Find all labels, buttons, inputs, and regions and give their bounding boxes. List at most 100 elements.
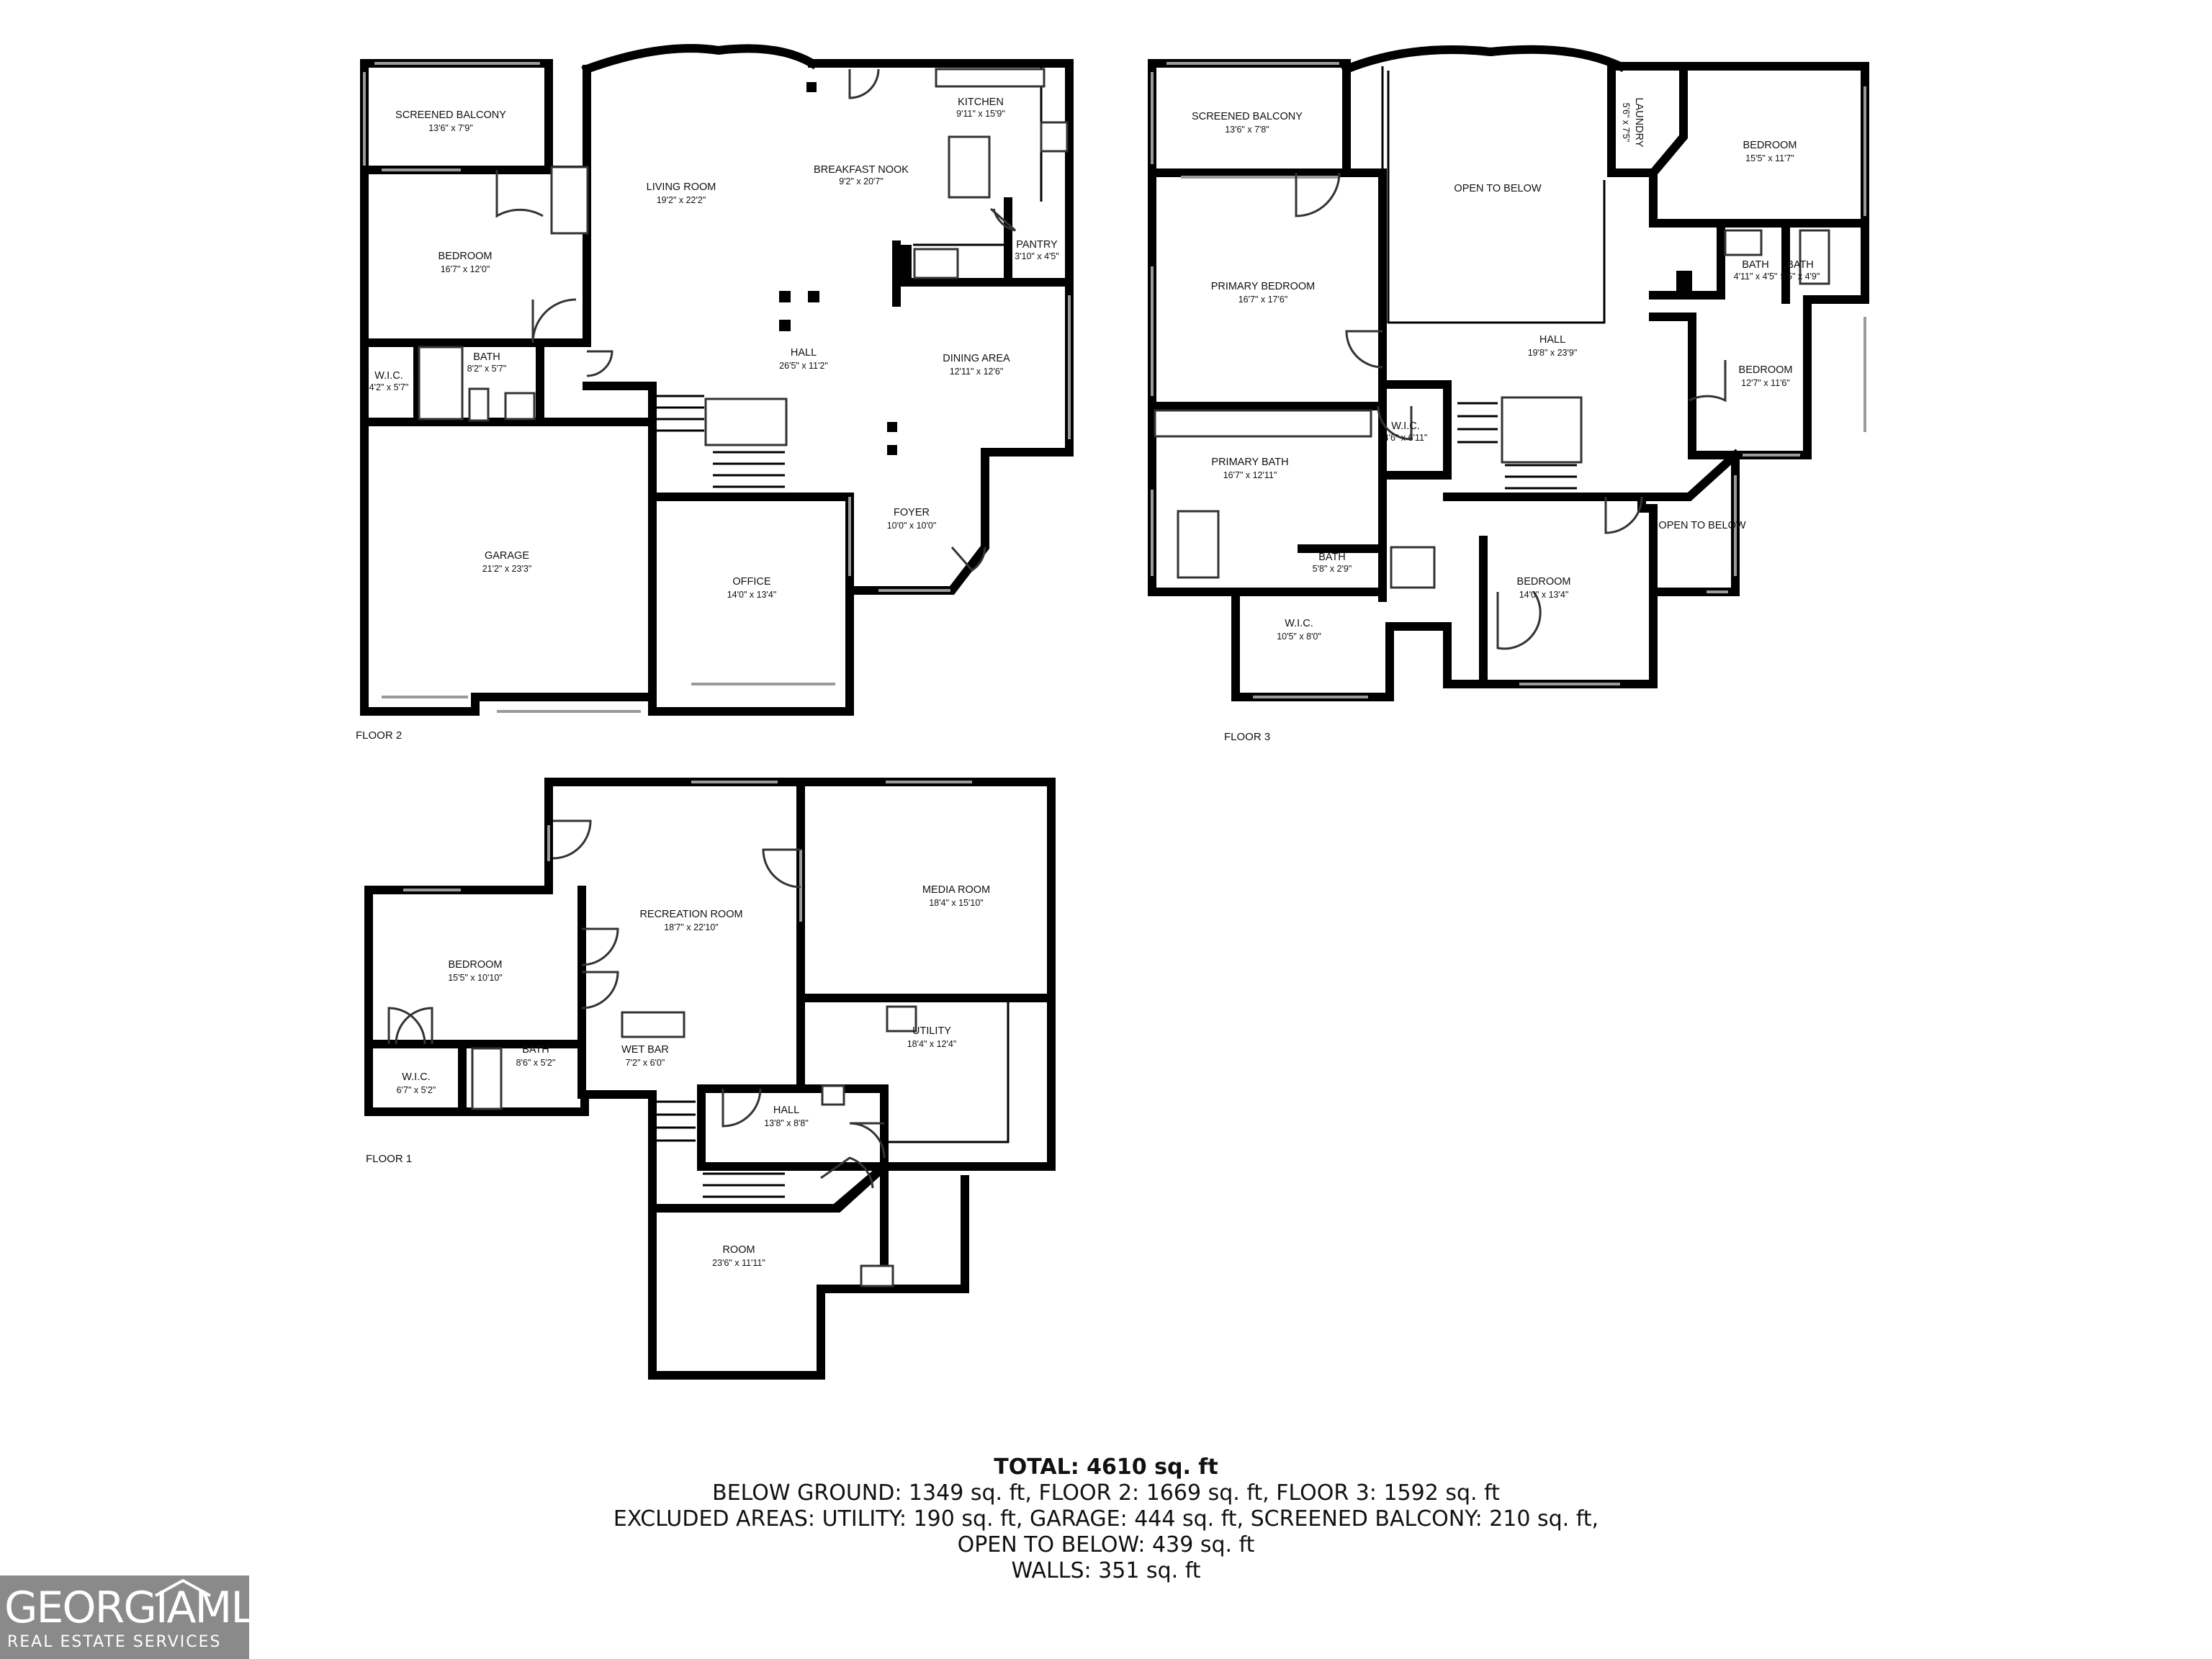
svg-text:W.I.C.: W.I.C. xyxy=(402,1071,430,1083)
room-label: BEDROOM 15'5" x 10'10" xyxy=(448,959,503,983)
room-label: OFFICE 14'0" x 13'4" xyxy=(727,576,777,600)
open-to-below-area: OPEN TO BELOW: 439 sq. ft xyxy=(957,1532,1255,1557)
svg-text:BREAKFAST NOOK: BREAKFAST NOOK xyxy=(814,164,909,176)
svg-text:9'11" x 15'9": 9'11" x 15'9" xyxy=(956,109,1005,119)
svg-text:4'11" x 4'5": 4'11" x 4'5" xyxy=(1734,271,1778,282)
svg-text:BATH: BATH xyxy=(522,1044,549,1056)
svg-text:15'5" x 11'7": 15'5" x 11'7" xyxy=(1745,153,1794,163)
svg-text:SCREENED BALCONY: SCREENED BALCONY xyxy=(395,109,506,121)
room-label: ROOM 23'6" x 11'11" xyxy=(712,1244,765,1268)
svg-text:10'5" x 8'0": 10'5" x 8'0" xyxy=(1277,631,1321,642)
svg-text:PRIMARY BATH: PRIMARY BATH xyxy=(1211,457,1288,468)
svg-text:BATH: BATH xyxy=(1786,259,1814,271)
svg-text:10'0" x 10'0": 10'0" x 10'0" xyxy=(887,521,937,531)
room-label: PRIMARY BATH 16'7" x 12'11" xyxy=(1211,457,1288,480)
svg-text:4'6" x 6'11": 4'6" x 6'11" xyxy=(1384,433,1428,443)
room-label: SCREENED BALCONY 13'6" x 7'9" xyxy=(395,109,506,133)
svg-text:23'6" x 11'11": 23'6" x 11'11" xyxy=(712,1258,765,1268)
svg-text:15'5" x 10'10": 15'5" x 10'10" xyxy=(448,973,503,983)
svg-text:26'5" x 11'2": 26'5" x 11'2" xyxy=(779,361,828,371)
floor-label: FLOOR 1 xyxy=(366,1153,412,1165)
svg-text:7'2" x 6'0": 7'2" x 6'0" xyxy=(626,1058,665,1068)
room-label: SCREENED BALCONY 13'6" x 7'8" xyxy=(1192,111,1303,135)
svg-text:13'6" x 7'8": 13'6" x 7'8" xyxy=(1225,125,1269,135)
svg-text:OFFICE: OFFICE xyxy=(732,576,770,588)
room-label: OPEN TO BELOW xyxy=(1454,183,1541,194)
svg-text:13'6" x 7'9": 13'6" x 7'9" xyxy=(428,123,473,133)
svg-text:SCREENED BALCONY: SCREENED BALCONY xyxy=(1192,111,1303,122)
svg-text:BEDROOM: BEDROOM xyxy=(439,251,493,262)
excluded-areas: EXCLUDED AREAS: UTILITY: 190 sq. ft, GAR… xyxy=(613,1506,1599,1532)
svg-text:ROOM: ROOM xyxy=(722,1244,755,1256)
room-label: BEDROOM 16'7" x 12'0" xyxy=(439,251,493,274)
room-label: BEDROOM 12'7" x 11'6" xyxy=(1739,364,1793,388)
room-label: BEDROOM 15'5" x 11'7" xyxy=(1743,140,1797,163)
logo-brand: GEORGIAMLS xyxy=(4,1583,281,1633)
room-label: FOYER 10'0" x 10'0" xyxy=(887,507,937,531)
floor-plan: FLOOR 2 FLOOR 3 FLOOR 1 SCREENED BALCONY… xyxy=(356,44,1869,1380)
svg-text:W.I.C.: W.I.C. xyxy=(1285,618,1313,629)
svg-text:OPEN TO BELOW: OPEN TO BELOW xyxy=(1454,183,1541,194)
svg-text:16'7" x 12'11": 16'7" x 12'11" xyxy=(1223,470,1277,480)
room-label: W.I.C.4'6" x 6'11" xyxy=(1384,421,1428,443)
svg-text:UTILITY: UTILITY xyxy=(912,1025,951,1037)
svg-text:LAUNDRY: LAUNDRY xyxy=(1633,97,1645,147)
svg-text:WET BAR: WET BAR xyxy=(621,1044,669,1056)
svg-text:12'7" x 11'6": 12'7" x 11'6" xyxy=(1741,378,1790,388)
svg-text:14'0" x 13'4": 14'0" x 13'4" xyxy=(727,590,777,600)
svg-text:19'2" x 22'2": 19'2" x 22'2" xyxy=(657,195,706,205)
room-label: W.I.C. 6'7" x 5'2" xyxy=(397,1071,436,1095)
svg-text:5'8" x 2'9": 5'8" x 2'9" xyxy=(1313,564,1352,574)
svg-text:FOYER: FOYER xyxy=(894,507,930,518)
room-label: OPEN TO BELOW xyxy=(1658,520,1745,531)
svg-text:3'10" x 4'5": 3'10" x 4'5" xyxy=(1015,251,1059,261)
floor-label: FLOOR 2 xyxy=(356,729,402,742)
svg-text:16'7" x 17'6": 16'7" x 17'6" xyxy=(1238,295,1288,305)
svg-text:6'7" x 5'2": 6'7" x 5'2" xyxy=(397,1085,436,1095)
svg-text:MEDIA ROOM: MEDIA ROOM xyxy=(922,884,990,896)
floor-3-plan xyxy=(1148,45,1869,701)
svg-text:16'7" x 12'0": 16'7" x 12'0" xyxy=(441,264,490,274)
svg-text:RECREATION ROOM: RECREATION ROOM xyxy=(639,909,742,920)
room-label: BEDROOM 14'0" x 13'4" xyxy=(1517,576,1571,600)
svg-text:BEDROOM: BEDROOM xyxy=(1739,364,1793,376)
svg-text:BEDROOM: BEDROOM xyxy=(1743,140,1797,151)
svg-text:BATH: BATH xyxy=(1742,259,1769,271)
svg-text:14'0" x 13'4": 14'0" x 13'4" xyxy=(1519,590,1569,600)
svg-text:9'2" x 20'7": 9'2" x 20'7" xyxy=(839,176,884,186)
room-label: W.I.C. 10'5" x 8'0" xyxy=(1277,618,1321,642)
svg-text:8'2" x 5'7": 8'2" x 5'7" xyxy=(467,364,507,374)
svg-text:BEDROOM: BEDROOM xyxy=(449,959,503,971)
room-label: WET BAR 7'2" x 6'0" xyxy=(621,1044,669,1068)
svg-text:5'6" x 7'5": 5'6" x 7'5" xyxy=(1621,103,1631,143)
svg-text:5'5" x 4'9": 5'5" x 4'9" xyxy=(1781,271,1820,282)
svg-text:LIVING ROOM: LIVING ROOM xyxy=(647,181,716,193)
svg-text:BEDROOM: BEDROOM xyxy=(1517,576,1571,588)
floor-label: FLOOR 3 xyxy=(1224,731,1270,743)
total-area: TOTAL: 4610 sq. ft xyxy=(994,1455,1218,1480)
svg-text:W.I.C.: W.I.C. xyxy=(374,370,403,382)
svg-text:4'2" x 5'7": 4'2" x 5'7" xyxy=(369,382,409,392)
svg-text:HALL: HALL xyxy=(773,1105,799,1116)
svg-text:18'7" x 22'10": 18'7" x 22'10" xyxy=(664,922,719,932)
svg-text:KITCHEN: KITCHEN xyxy=(958,96,1004,108)
area-breakdown: BELOW GROUND: 1349 sq. ft, FLOOR 2: 1669… xyxy=(712,1480,1500,1506)
floor-2-plan xyxy=(360,44,1074,716)
svg-text:HALL: HALL xyxy=(1539,334,1565,346)
floor-1-plan xyxy=(364,778,1056,1380)
